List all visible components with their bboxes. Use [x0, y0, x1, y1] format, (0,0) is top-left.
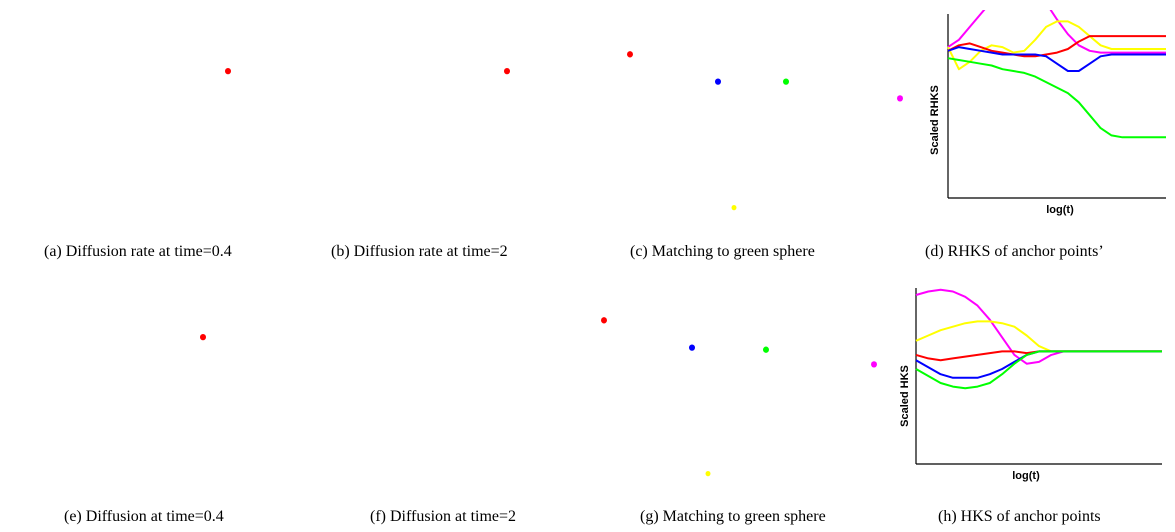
caption-c: (c) Matching to green sphere [630, 243, 815, 261]
caption-a: (a) Diffusion rate at time=0.4 [44, 243, 232, 261]
horse-diffusion-t2 [308, 268, 608, 494]
horse-diffusion-rate-t2 [308, 2, 608, 226]
anchor-point-red [225, 68, 231, 74]
horse-matching-hks [590, 268, 890, 494]
hks-y-axis-label: Scaled HKS [899, 365, 911, 427]
caption-d: (d) RHKS of anchor points’ [925, 243, 1104, 261]
anchor-point-magenta [871, 361, 877, 367]
anchor-point-green [783, 78, 789, 84]
rhks-chart: log(t) Scaled RHKS [924, 10, 1170, 220]
anchor-point-red [504, 68, 510, 74]
caption-f: (f) Diffusion at time=2 [370, 508, 516, 526]
anchor-point-red [627, 51, 633, 57]
anchor-point-red [200, 334, 206, 340]
h-series-line-1 [916, 321, 1162, 351]
h-series-line-4 [916, 351, 1162, 388]
hks-plot-area [916, 288, 1162, 464]
h-series-line-3 [916, 351, 1162, 377]
rhks-x-axis-label: log(t) [1046, 204, 1074, 216]
rhks-plot-area [948, 10, 1166, 198]
anchor-point-red [601, 317, 607, 323]
panel-g [590, 268, 890, 494]
panel-f [308, 268, 608, 494]
hks-x-axis-label: log(t) [1012, 470, 1040, 482]
horse-diffusion-rate-t04 [4, 2, 294, 226]
anchor-point-yellow [732, 205, 737, 210]
anchor-point-blue [715, 78, 721, 84]
anchor-point-magenta [897, 95, 903, 101]
panel-a [4, 2, 294, 226]
panel-h: log(t) Scaled HKS [896, 286, 1172, 484]
horse-diffusion-t04 [4, 268, 294, 494]
anchor-point-blue [689, 344, 695, 350]
panel-d: log(t) Scaled RHKS [924, 10, 1170, 220]
panel-b [308, 2, 608, 226]
d-series-line-4 [948, 58, 1166, 137]
caption-b: (b) Diffusion rate at time=2 [331, 243, 508, 261]
rhks-y-axis-label: Scaled RHKS [929, 85, 941, 155]
panel-c [616, 2, 916, 226]
horse-matching-rhks [616, 2, 916, 226]
h-series-line-2 [916, 351, 1162, 360]
hks-chart: log(t) Scaled HKS [896, 286, 1172, 484]
d-series-line-1 [948, 21, 1166, 69]
anchor-point-yellow [706, 471, 711, 476]
anchor-point-green [763, 347, 769, 353]
caption-e: (e) Diffusion at time=0.4 [64, 508, 224, 526]
panel-e [4, 268, 294, 494]
d-series-line-3 [948, 47, 1166, 71]
caption-g: (g) Matching to green sphere [640, 508, 826, 526]
caption-h: (h) HKS of anchor points [938, 508, 1101, 526]
